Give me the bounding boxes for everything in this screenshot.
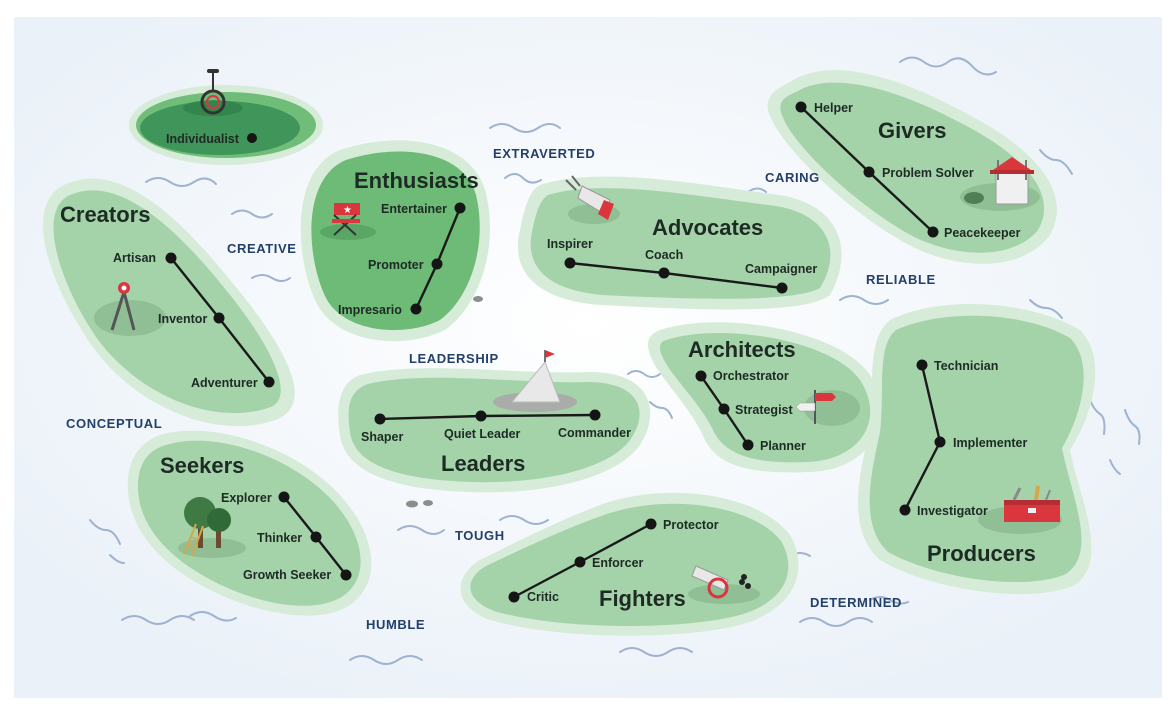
signpost-icon <box>795 390 836 424</box>
node-protector: Protector <box>663 518 719 532</box>
directors-chair-icon: ★ <box>332 203 360 236</box>
compass-icon <box>110 282 136 331</box>
node-thinker: Thinker <box>257 531 302 545</box>
svg-text:★: ★ <box>343 205 352 216</box>
node-entertainer: Entertainer <box>381 202 447 216</box>
node-enforcer: Enforcer <box>592 556 644 570</box>
node-growth-seeker: Growth Seeker <box>243 568 331 582</box>
island-title-advocates: Advocates <box>652 215 763 240</box>
node-orchestrator: Orchestrator <box>713 369 789 383</box>
island-leaders: Shaper Quiet Leader Commander Leaders <box>338 350 651 493</box>
island-enthusiasts: Enthusiasts ★ Entertainer Promoter Impre… <box>300 140 491 342</box>
island-givers: Givers Helper Problem Solver Peacekeeper <box>767 70 1057 264</box>
node-planner: Planner <box>760 439 806 453</box>
node-commander: Commander <box>558 426 631 440</box>
node-problem-solver: Problem Solver <box>882 166 974 180</box>
island-creators: Creators Artisan Inventor Adventurer <box>42 178 295 427</box>
node-helper: Helper <box>814 101 853 115</box>
island-seekers: Seekers Explorer Thinker Growth Seeker <box>127 430 372 616</box>
toolbox-icon <box>1004 485 1060 522</box>
trait-labels: EXTRAVERTED CARING CREATIVE RELIABLE LEA… <box>66 146 936 632</box>
island-fighters: Protector Enforcer Critic Fighters <box>460 492 799 636</box>
node-coach: Coach <box>645 248 683 262</box>
sea-waves <box>89 56 1141 665</box>
node-inventor: Inventor <box>158 312 207 326</box>
node-individualist: Individualist <box>166 132 240 146</box>
trait-reliable: RELIABLE <box>866 272 936 287</box>
node-critic: Critic <box>527 590 559 604</box>
node-quiet-leader: Quiet Leader <box>444 427 521 441</box>
node-campaigner: Campaigner <box>745 262 817 276</box>
trees-ladder-icon <box>183 497 231 557</box>
node-implementer: Implementer <box>953 436 1027 450</box>
island-advocates: Advocates Inspirer Coach Campaigner <box>517 175 842 310</box>
node-inspirer: Inspirer <box>547 237 593 251</box>
node-impresario: Impresario <box>338 303 402 317</box>
trait-creative: CREATIVE <box>227 241 297 256</box>
node-artisan: Artisan <box>113 251 156 265</box>
trait-extraverted: EXTRAVERTED <box>493 146 595 161</box>
node-peacekeeper: Peacekeeper <box>944 226 1021 240</box>
wishing-well-icon <box>964 157 1034 205</box>
trait-caring: CARING <box>765 170 820 185</box>
island-producers: Technician Implementer Investigator Prod… <box>858 303 1096 595</box>
trait-tough: TOUGH <box>455 528 505 543</box>
node-technician: Technician <box>934 359 998 373</box>
island-title-enthusiasts: Enthusiasts <box>354 168 479 193</box>
node-adventurer: Adventurer <box>191 376 258 390</box>
island-architects: Architects Orchestrator Strategist Plann… <box>648 322 882 473</box>
node-promoter: Promoter <box>368 258 424 272</box>
trait-leadership: LEADERSHIP <box>409 351 499 366</box>
node-investigator: Investigator <box>917 504 988 518</box>
island-title-fighters: Fighters <box>599 586 686 611</box>
island-title-creators: Creators <box>60 202 150 227</box>
node-shaper: Shaper <box>361 430 404 444</box>
island-title-producers: Producers <box>927 541 1036 566</box>
island-title-givers: Givers <box>878 118 947 143</box>
node-explorer: Explorer <box>221 491 272 505</box>
trait-conceptual: CONCEPTUAL <box>66 416 162 431</box>
island-title-seekers: Seekers <box>160 453 244 478</box>
trait-determined: DETERMINED <box>810 595 902 610</box>
island-title-leaders: Leaders <box>441 451 525 476</box>
island-title-architects: Architects <box>688 337 796 362</box>
unicycle-icon <box>200 69 226 115</box>
megaphone-icon <box>565 175 614 220</box>
trait-humble: HUMBLE <box>366 617 425 632</box>
cannon-icon <box>691 565 751 599</box>
island-individualist: Individualist <box>129 69 323 165</box>
mountain-flag-icon <box>493 350 577 412</box>
node-strategist: Strategist <box>735 403 793 417</box>
rocks <box>406 296 483 508</box>
